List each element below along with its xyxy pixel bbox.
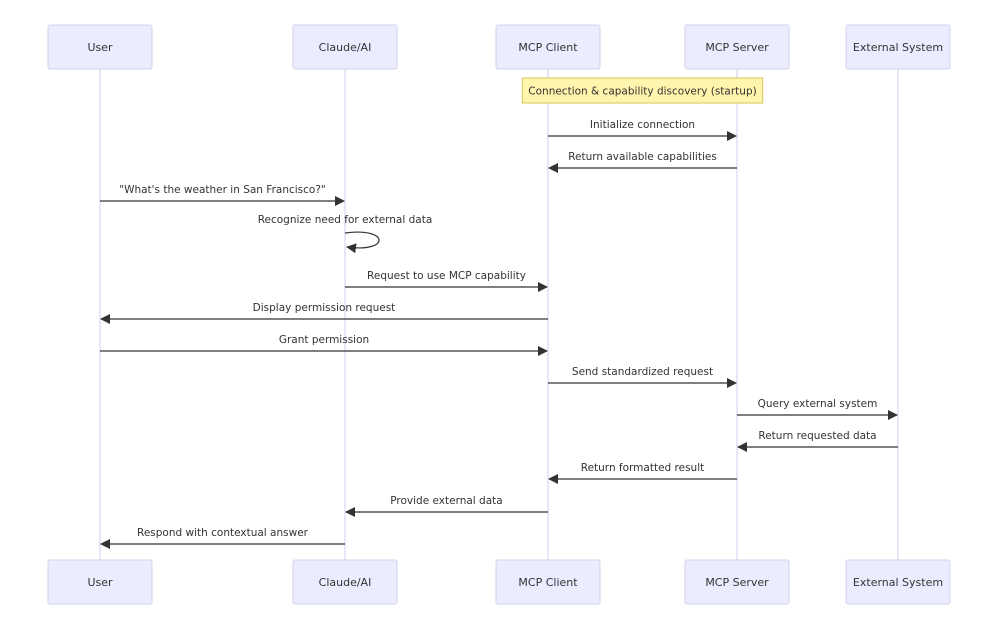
message-4: Recognize need for external data — [258, 214, 433, 254]
message-label: Return available capabilities — [568, 151, 717, 163]
participant-user-bottom: User — [47, 559, 153, 605]
participant-box — [845, 24, 951, 70]
participant-label: Claude/AI — [319, 576, 372, 589]
participant-mcp-server-top: MCP Server — [684, 24, 790, 70]
message-6: Display permission request — [100, 302, 548, 324]
message-label: Grant permission — [279, 334, 369, 346]
participant-box — [292, 24, 398, 70]
participant-label: External System — [853, 576, 943, 589]
self-arrow — [344, 231, 380, 254]
participant-mcp-client-bottom: MCP Client — [495, 559, 601, 605]
participant-label: External System — [853, 41, 943, 54]
note-label: Connection & capability discovery (start… — [528, 86, 756, 98]
message-label: Request to use MCP capability — [367, 270, 526, 282]
participant-external-top: External System — [845, 24, 951, 70]
participant-box — [684, 559, 790, 605]
participant-mcp-client-top: MCP Client — [495, 24, 601, 70]
participant-box — [845, 559, 951, 605]
participant-box — [495, 559, 601, 605]
participant-label: Claude/AI — [319, 41, 372, 54]
participant-box — [684, 24, 790, 70]
note-box — [521, 77, 764, 104]
message-2: Return available capabilities — [548, 151, 737, 173]
participant-external-bottom: External System — [845, 559, 951, 605]
participant-box — [47, 559, 153, 605]
message-label: Display permission request — [253, 302, 396, 314]
participant-label: MCP Client — [518, 576, 578, 589]
participant-user-top: User — [47, 24, 153, 70]
message-8: Send standardized request — [548, 366, 737, 388]
startup-note: Connection & capability discovery (start… — [521, 77, 764, 104]
message-12: Provide external data — [345, 495, 548, 517]
message-label: Respond with contextual answer — [137, 527, 309, 539]
message-3: "What's the weather in San Francisco?" — [100, 184, 345, 206]
message-label: Return requested data — [758, 430, 876, 442]
message-label: Provide external data — [390, 495, 502, 507]
participant-mcp-server-bottom: MCP Server — [684, 559, 790, 605]
participant-label: MCP Client — [518, 41, 578, 54]
message-13: Respond with contextual answer — [100, 527, 345, 549]
message-label: Recognize need for external data — [258, 214, 433, 226]
participant-label: MCP Server — [705, 41, 769, 54]
participant-box — [292, 559, 398, 605]
participant-label: MCP Server — [705, 576, 769, 589]
message-label: Initialize connection — [590, 119, 695, 131]
message-label: Return formatted result — [581, 462, 705, 474]
participant-claude-top: Claude/AI — [292, 24, 398, 70]
participant-label: User — [87, 576, 113, 589]
message-7: Grant permission — [100, 334, 548, 356]
participant-box — [495, 24, 601, 70]
participant-claude-bottom: Claude/AI — [292, 559, 398, 605]
message-label: Query external system — [758, 398, 878, 410]
message-9: Query external system — [737, 398, 898, 420]
participant-box — [47, 24, 153, 70]
message-10: Return requested data — [737, 430, 898, 452]
message-5: Request to use MCP capability — [345, 270, 548, 292]
message-label: "What's the weather in San Francisco?" — [119, 184, 326, 196]
participant-label: User — [87, 41, 113, 54]
message-label: Send standardized request — [572, 366, 713, 378]
message-11: Return formatted result — [548, 462, 737, 484]
message-1: Initialize connection — [548, 119, 737, 141]
